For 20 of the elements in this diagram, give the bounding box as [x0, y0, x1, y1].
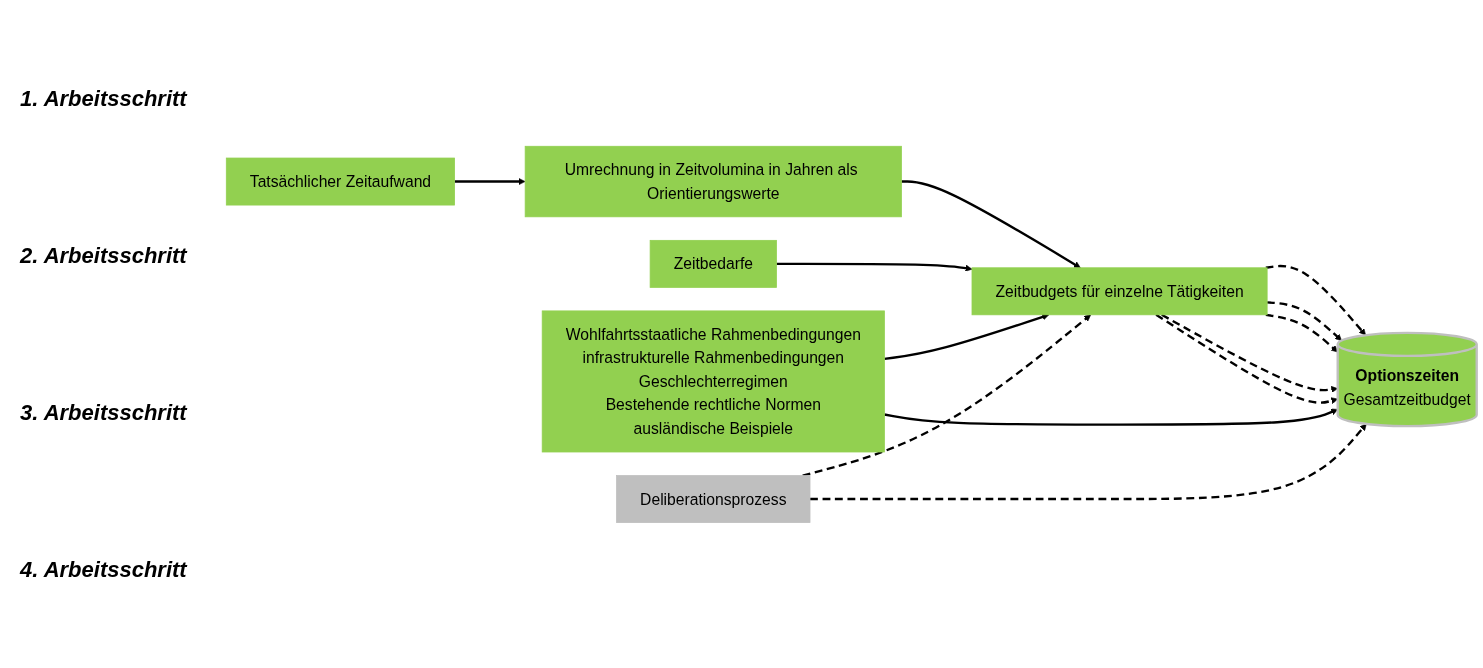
- arrow: [884, 408, 1338, 426]
- node-box: Deliberationsprozess: [616, 474, 811, 523]
- step-label: 1. Arbeitsschritt: [20, 85, 189, 112]
- step-label: 4. Arbeitsschritt: [20, 556, 189, 583]
- step-label: 3. Arbeitsschritt: [20, 399, 189, 426]
- arrow: [1265, 313, 1338, 352]
- arrow: [901, 179, 1081, 268]
- arrow: [1265, 264, 1366, 335]
- arrow: [884, 313, 1050, 360]
- arrow: [776, 262, 973, 272]
- arrow: [1267, 300, 1342, 341]
- step-label: 2. Arbeitsschritt: [20, 242, 189, 269]
- node-box: Zeitbudgets für einzelne Tätigkeiten: [971, 266, 1268, 315]
- node-box: Umrechnung in Zeitvolumina in Jahren als Orientierungswerte: [524, 145, 902, 217]
- arrow: [802, 314, 1091, 477]
- arrow: [454, 177, 526, 185]
- node-box: Zeitbedarfe: [649, 239, 777, 288]
- node-box: Wohlfahrtsstaatliche Rahmenbedingungen infrastrukturelle Rahmenbedingungen Geschlechterregimen Bestehende rechtliche Normen ausländische Beispiele: [541, 310, 885, 452]
- node-box: Tatsächlicher Zeitaufwand: [225, 157, 455, 206]
- arrow: [810, 423, 1367, 500]
